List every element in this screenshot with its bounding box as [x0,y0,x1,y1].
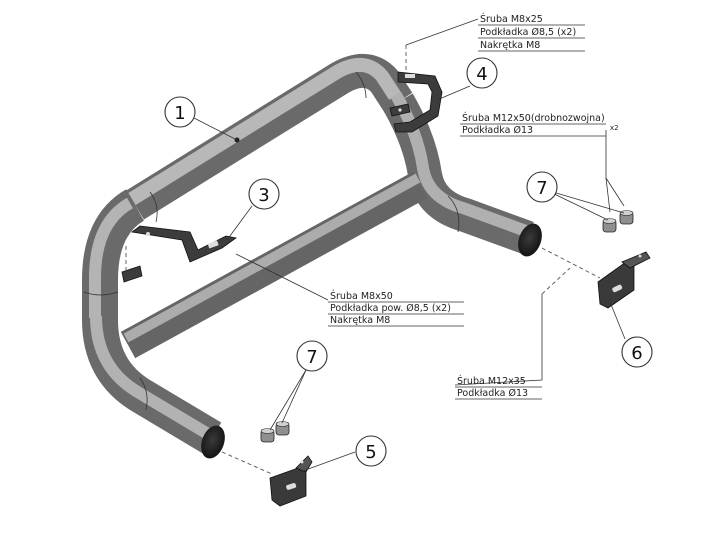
mount-plate-part-6 [541,247,651,309]
balloon-1-label: 1 [174,103,185,124]
callout-3-line2: Podkładka pow. Ø8,5 (x2) [330,303,451,314]
callout-3-line1: Śruba M8x50 [330,290,393,302]
callout-part-6: Śruba M12x35 Podkładka Ø13 [455,375,542,400]
callout-3-line3: Nakrętka M8 [330,315,390,326]
callout-4-line2: Podkładka Ø8,5 (x2) [480,27,576,38]
callout-7-line1: Śruba M12x50(drobnozwojna) [462,112,605,124]
callout-7-multiplier: x2 [610,124,619,132]
balloon-7-upper: 7 [526,171,558,203]
spacers-lower-part-7 [260,421,290,443]
balloon-7-lower-label: 7 [306,347,317,368]
balloon-6-label: 6 [631,343,642,364]
callout-4-line3: Nakrętka M8 [480,40,540,51]
leader-lines [193,18,626,473]
bracket-part-3 [121,225,237,283]
balloon-3-label: 3 [258,185,269,206]
balloon-6: 6 [621,336,653,368]
callout-4-line1: Śruba M8x25 [480,13,543,25]
callout-part-3: Śruba M8x50 Podkładka pow. Ø8,5 (x2) Nak… [328,290,464,327]
balloon-5-label: 5 [365,442,376,463]
spacers-upper-part-7 [602,210,634,233]
balloon-7-upper-label: 7 [536,178,547,199]
callout-part-7-upper: Śruba M12x50(drobnozwojna) Podkładka Ø13… [460,112,619,137]
balloon-1: 1 [164,96,196,128]
callout-6-line1: Śruba M12x35 [457,375,526,387]
bracket-part-4 [389,45,443,133]
balloon-3: 3 [248,178,280,210]
balloon-4-label: 4 [476,64,487,85]
callout-7-line2: Podkładka Ø13 [462,125,533,136]
callout-part-4: Śruba M8x25 Podkładka Ø8,5 (x2) Nakrętka… [478,13,585,52]
balloon-7-lower: 7 [296,340,328,372]
mount-plate-part-5 [221,451,313,507]
balloon-4: 4 [466,57,498,89]
balloon-5: 5 [355,435,387,467]
callout-6-line2: Podkładka Ø13 [457,388,528,399]
